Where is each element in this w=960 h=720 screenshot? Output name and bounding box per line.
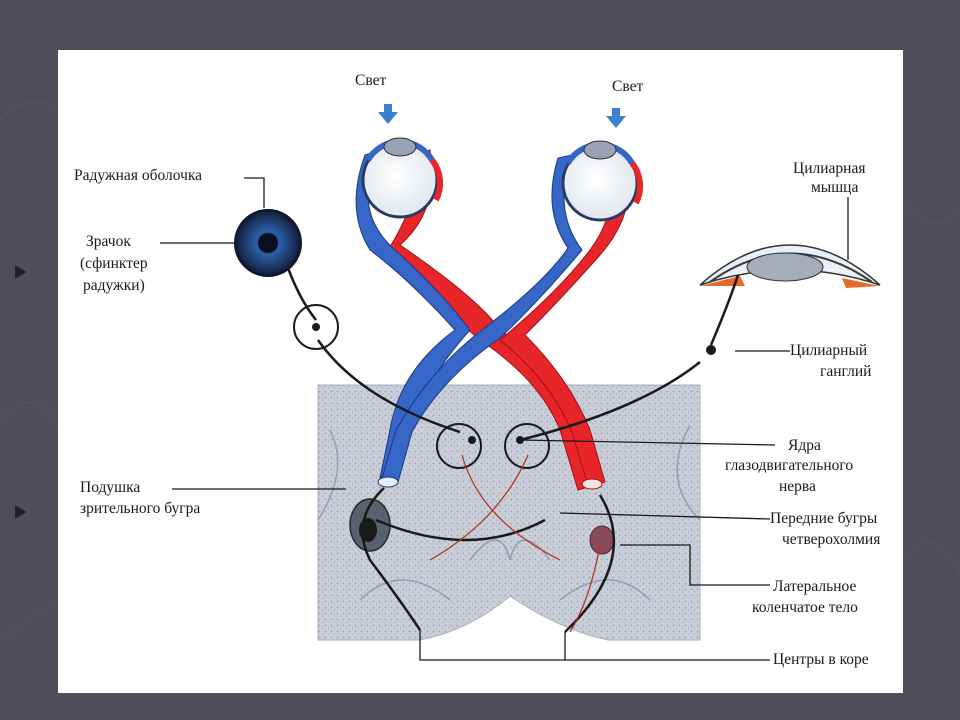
pulvinar-label-line2: зрительного бугра [80, 500, 201, 517]
oculomotor-nucleus-left [436, 423, 482, 469]
colliculi-label-line2: четверохолмия [782, 531, 881, 548]
eye-icon [361, 137, 444, 219]
ciliary-ganglion-label-line1: Цилиарный [790, 342, 868, 359]
iris-label: Радужная оболочка [74, 167, 203, 184]
colliculi-label-line1: Передние бугры [770, 510, 878, 527]
pupil-label-line3: радужки) [83, 277, 145, 294]
iris-sphincter-ganglion [293, 304, 339, 350]
cortex-label: Центры в коре [773, 651, 869, 668]
light-label-left: Свет [355, 72, 387, 89]
nuclei-label-line2: глазодвигательного [725, 457, 854, 474]
slide-bullet-icon [15, 265, 26, 519]
ciliary-muscle-label-line2: мышца [811, 179, 859, 196]
arrow-down-icon [378, 104, 626, 128]
oculomotor-nucleus-right [504, 423, 550, 469]
nuclei-label-line1: Ядра [788, 437, 821, 454]
brain-section [317, 384, 701, 641]
ciliary-ganglion-label-line2: ганглий [820, 363, 872, 380]
ciliary-muscle-label-line1: Цилиарная [793, 160, 866, 177]
iris-icon [234, 209, 302, 277]
ciliary-ganglion [706, 345, 716, 355]
nuclei-label-line3: нерва [779, 478, 816, 495]
lgb-label-line2: коленчатое тело [752, 599, 858, 616]
lgb-right [589, 525, 615, 555]
pupil-label-line1: Зрачок [86, 233, 131, 250]
pulvinar-label-line1: Подушка [80, 479, 141, 496]
eye-icon [561, 140, 644, 222]
lgb-label-line1: Латеральное [773, 578, 857, 595]
pupil-label-line2: (сфинктер [80, 255, 148, 272]
lens-icon [699, 244, 881, 288]
light-label-right: Свет [612, 78, 644, 95]
